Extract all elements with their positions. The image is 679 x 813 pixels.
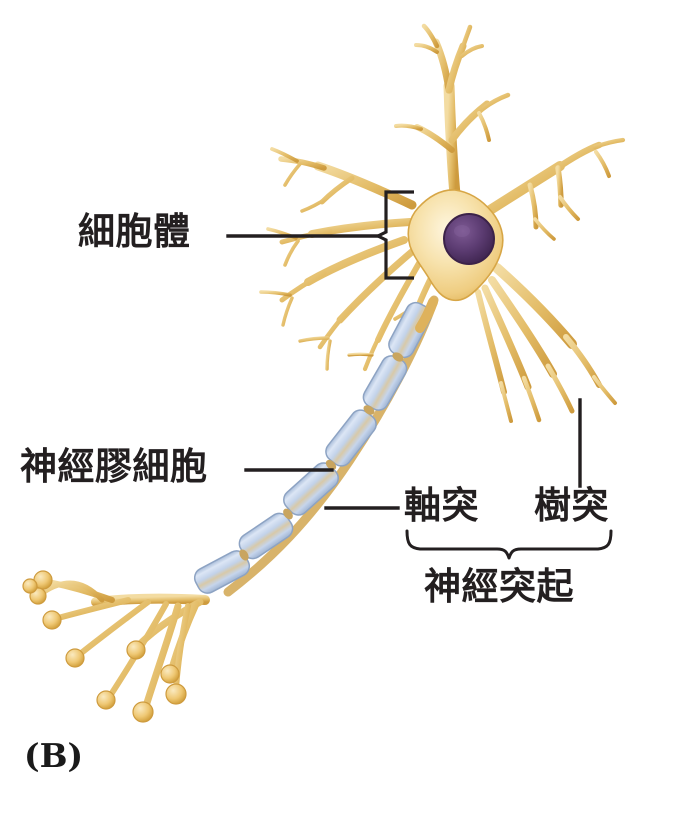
soma [407,189,504,302]
terminal-bouton [42,610,62,630]
dendrite-left-fan [259,147,425,372]
terminal-bouton [126,640,146,660]
axon-myelin-group [193,295,439,597]
annotation-group [226,190,613,560]
soma-bracket [374,190,414,280]
terminal-bouton [65,648,85,668]
label-cell-body: 細胞體 [78,210,191,253]
node-of-ranvier [392,352,404,362]
terminal-bouton [165,683,187,705]
label-glial-cell: 神經膠細胞 [20,445,208,488]
node-of-ranvier [283,508,293,520]
label-dendrite: 樹突 [534,484,609,527]
terminal-bouton [132,701,154,723]
nucleus-highlight [454,225,470,237]
label-neurite: 神經突起 [424,565,574,608]
node-of-ranvier [239,549,249,561]
dendrite-right-lower [475,263,617,423]
figure-caption: (B) [24,736,84,775]
terminal-bouton [160,664,180,684]
node-of-ranvier [363,405,375,415]
node-of-ranvier-group [239,352,404,561]
label-axon: 軸突 [404,484,479,527]
neurite-brace [405,529,613,560]
terminal-bouton [22,578,38,594]
axon-hillock [415,297,438,333]
terminal-bouton [96,690,116,710]
dendrite-upper [394,23,511,201]
nucleus [443,213,495,265]
dendrite-group [259,23,626,423]
dendrite-right-upper [482,137,626,241]
terminal-bouton-group [22,570,187,723]
node-of-ranvier [325,459,337,471]
